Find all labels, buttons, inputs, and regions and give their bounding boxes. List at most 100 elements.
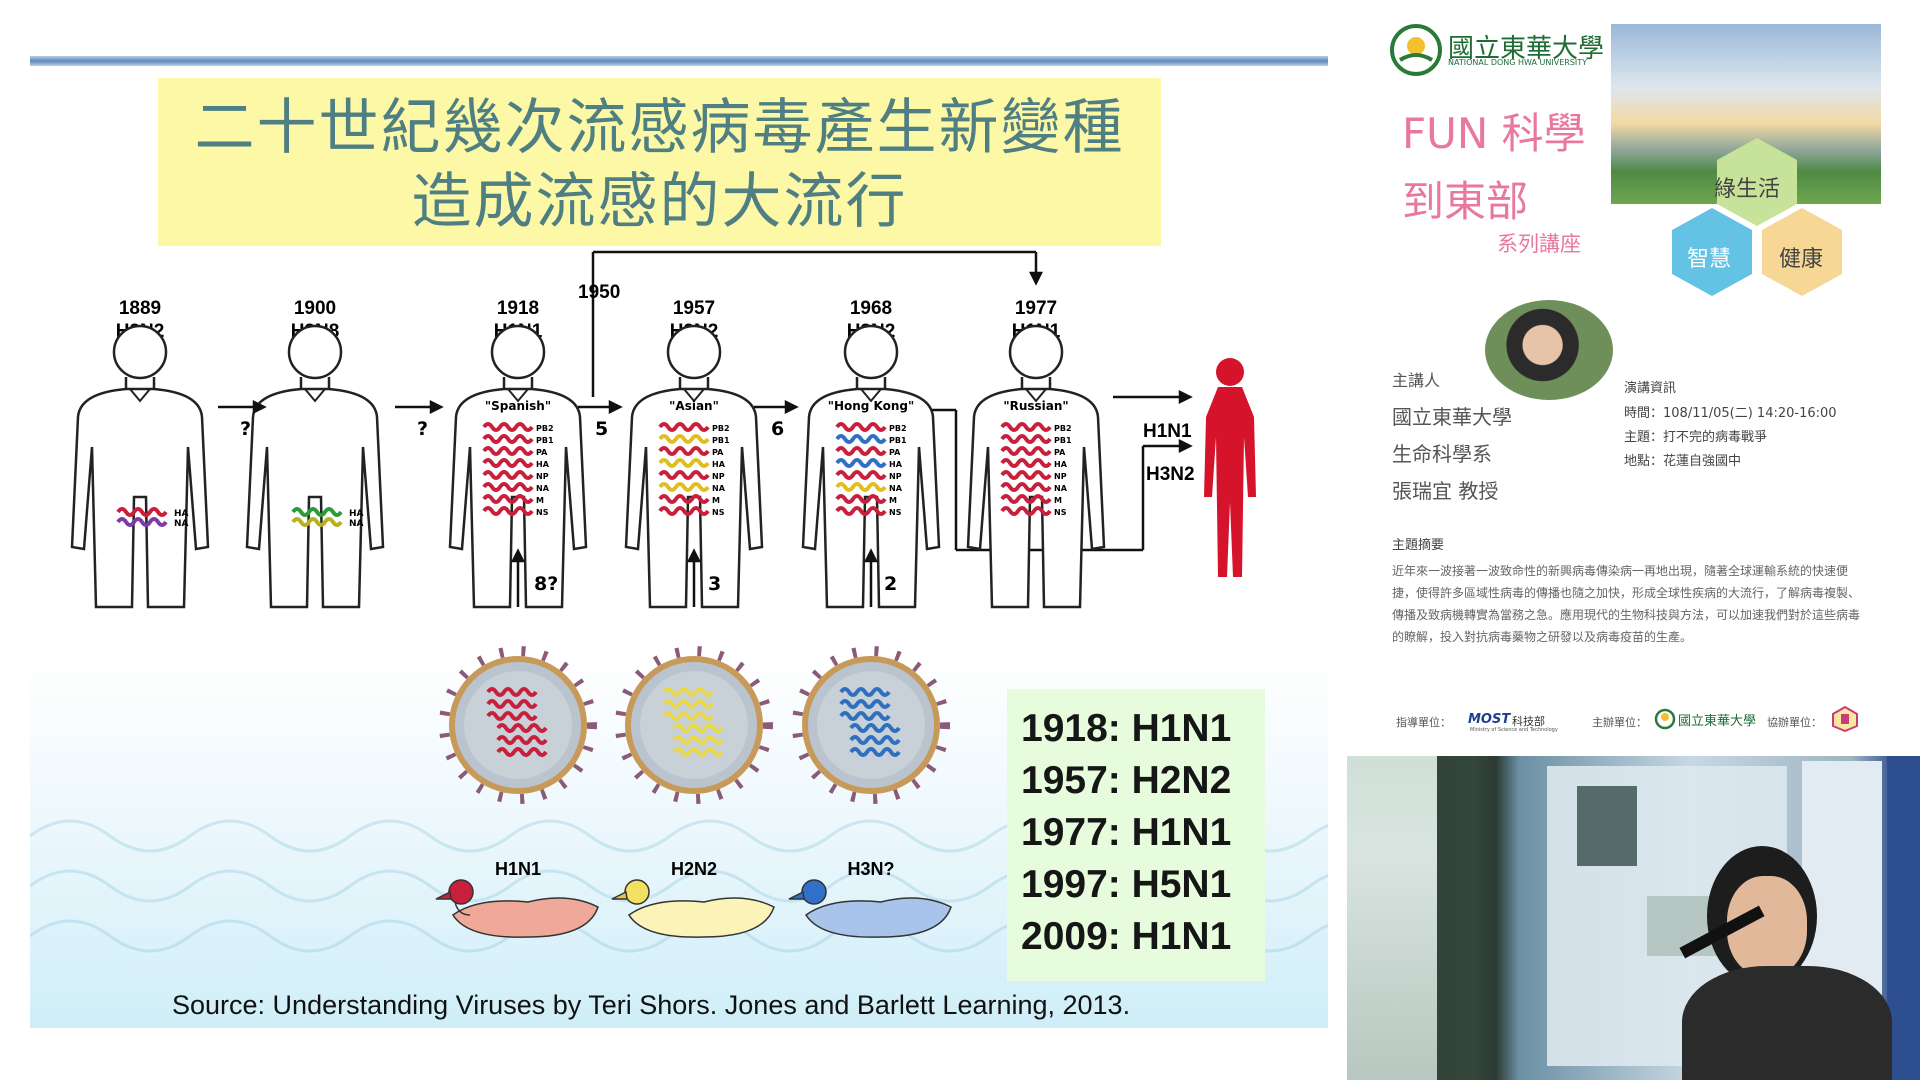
speaker-line: 張瑞宜 教授 xyxy=(1392,479,1499,503)
svg-text:PB1: PB1 xyxy=(889,436,907,445)
speaker-line: 國立東華大學 xyxy=(1392,405,1512,429)
subtype-legend: 1918: H1N1 1957: H2N2 1977: H1N1 1997: H… xyxy=(1007,689,1265,981)
slide-title-line-2: 造成流感的大流行 xyxy=(411,167,908,237)
year-label: 1889 xyxy=(119,298,161,319)
arrow-label: 5 xyxy=(595,418,608,440)
up-arrow-label: 2 xyxy=(884,573,897,595)
svg-text:PA: PA xyxy=(889,448,901,457)
duck-blue xyxy=(788,879,952,938)
poster-title-line-2: 到東部 xyxy=(1402,177,1529,226)
gene-label: HA xyxy=(349,509,364,519)
svg-text:NP: NP xyxy=(889,472,902,481)
poster-title-line-1: FUN 科學 xyxy=(1402,109,1586,158)
poster-series-label: 系列講座 xyxy=(1497,232,1581,256)
gene-label: NA xyxy=(349,519,364,529)
svg-text:PB1: PB1 xyxy=(712,436,730,445)
legend-item: 1957: H2N2 xyxy=(1021,759,1232,802)
pandemic-name: "Spanish" xyxy=(485,399,551,413)
host-logo-icon xyxy=(1654,708,1676,730)
legend-item: 1977: H1N1 xyxy=(1021,811,1232,854)
svg-text:HA: HA xyxy=(1054,460,1068,469)
summary-text: 近年來一波接著一波致命性的新興病毒傳染病一再地出現，隨著全球運輸系統的快速便捷，… xyxy=(1392,564,1861,644)
svg-text:PB2: PB2 xyxy=(536,424,554,433)
svg-text:NS: NS xyxy=(712,508,725,517)
virus-particle xyxy=(439,646,597,804)
svg-text:M: M xyxy=(1054,496,1062,505)
svg-text:NA: NA xyxy=(889,484,903,493)
svg-text:M: M xyxy=(712,496,720,505)
output-label: H1N1 xyxy=(1143,421,1192,442)
legend-item: 1997: H5N1 xyxy=(1021,863,1232,906)
hex-label-green-life: 綠生活 xyxy=(1714,177,1781,202)
svg-text:NS: NS xyxy=(1054,508,1067,517)
svg-text:PB1: PB1 xyxy=(1054,436,1072,445)
slide-title-box: 二十世紀幾次流感病毒產生新變種 造成流感的大流行 xyxy=(158,78,1161,246)
most-name: 科技部 xyxy=(1512,715,1545,728)
virus-particle xyxy=(792,646,950,804)
svg-text:PB2: PB2 xyxy=(712,424,730,433)
lecture-poster: 國立東華大學 NATIONAL DONG HWA UNIVERSITY FUN … xyxy=(1362,0,1920,740)
year-1950-label: 1950 xyxy=(578,282,620,303)
duck-label: H1N1 xyxy=(495,859,541,879)
svg-text:PB2: PB2 xyxy=(1054,424,1072,433)
gene-label: NA xyxy=(174,519,189,529)
hex-label-wisdom: 智慧 xyxy=(1687,247,1732,272)
info-line: 主題：打不完的病毒戰爭 xyxy=(1624,430,1768,445)
duck-red xyxy=(435,879,599,938)
info-heading: 演講資訊 xyxy=(1624,381,1677,396)
gene-label: HA xyxy=(174,509,189,519)
duck-label: H2N2 xyxy=(671,859,717,879)
speaker-avatar xyxy=(1485,300,1613,400)
svg-text:PA: PA xyxy=(712,448,724,457)
most-name-en: Ministry of Science and Technology xyxy=(1470,727,1558,733)
svg-text:NA: NA xyxy=(1054,484,1068,493)
host-name: 國立東華大學 xyxy=(1678,714,1757,729)
legend-item: 2009: H1N1 xyxy=(1021,915,1232,958)
svg-text:PB2: PB2 xyxy=(889,424,907,433)
svg-text:PA: PA xyxy=(536,448,548,457)
svg-text:HA: HA xyxy=(536,460,550,469)
pandemic-name: "Russian" xyxy=(1003,399,1068,413)
university-name-en: NATIONAL DONG HWA UNIVERSITY xyxy=(1448,58,1588,67)
output-label: H3N2 xyxy=(1146,464,1195,485)
lecture-slide: 二十世紀幾次流感病毒產生新變種 造成流感的大流行 1889 H2N2 HA NA… xyxy=(30,56,1328,1028)
svg-text:NP: NP xyxy=(536,472,549,481)
svg-text:M: M xyxy=(536,496,544,505)
svg-text:NA: NA xyxy=(536,484,550,493)
host-label: 主辦單位： xyxy=(1592,716,1647,729)
pandemic-name: "Asian" xyxy=(669,399,719,413)
pandemic-name: "Hong Kong" xyxy=(828,399,915,413)
svg-text:NS: NS xyxy=(889,508,902,517)
year-label: 1957 xyxy=(673,298,715,319)
year-label: 1900 xyxy=(294,298,336,319)
arrows xyxy=(218,250,1193,607)
slide-top-bar xyxy=(30,56,1328,66)
year-label: 1977 xyxy=(1015,298,1057,319)
svg-text:NA: NA xyxy=(712,484,726,493)
hexagon-cluster xyxy=(1672,138,1842,296)
svg-text:NP: NP xyxy=(712,472,725,481)
source-citation: Source: Understanding Viruses by Teri Sh… xyxy=(172,990,1131,1020)
info-line: 地點：花蓮自強國中 xyxy=(1624,454,1742,469)
duck-label: H3N? xyxy=(847,859,894,879)
speaker-heading: 主講人 xyxy=(1392,371,1441,390)
legend-item: 1918: H1N1 xyxy=(1021,707,1232,750)
summary-heading: 主題摘要 xyxy=(1392,538,1445,553)
up-arrow-label: 3 xyxy=(708,573,721,595)
guide-label: 指導單位： xyxy=(1396,716,1451,729)
svg-text:NP: NP xyxy=(1054,472,1067,481)
svg-text:HA: HA xyxy=(712,460,726,469)
info-line: 時間：108/11/05(二) 14:20-16:00 xyxy=(1624,406,1837,421)
svg-text:M: M xyxy=(889,496,897,505)
duck-yellow xyxy=(611,879,775,938)
arrow-label: ? xyxy=(417,418,428,440)
svg-text:PA: PA xyxy=(1054,448,1066,457)
speaker-camera-feed xyxy=(1347,756,1920,1080)
arrow-label: 6 xyxy=(771,418,784,440)
most-logo: MOST xyxy=(1468,712,1511,727)
hex-label-health: 健康 xyxy=(1779,247,1824,272)
